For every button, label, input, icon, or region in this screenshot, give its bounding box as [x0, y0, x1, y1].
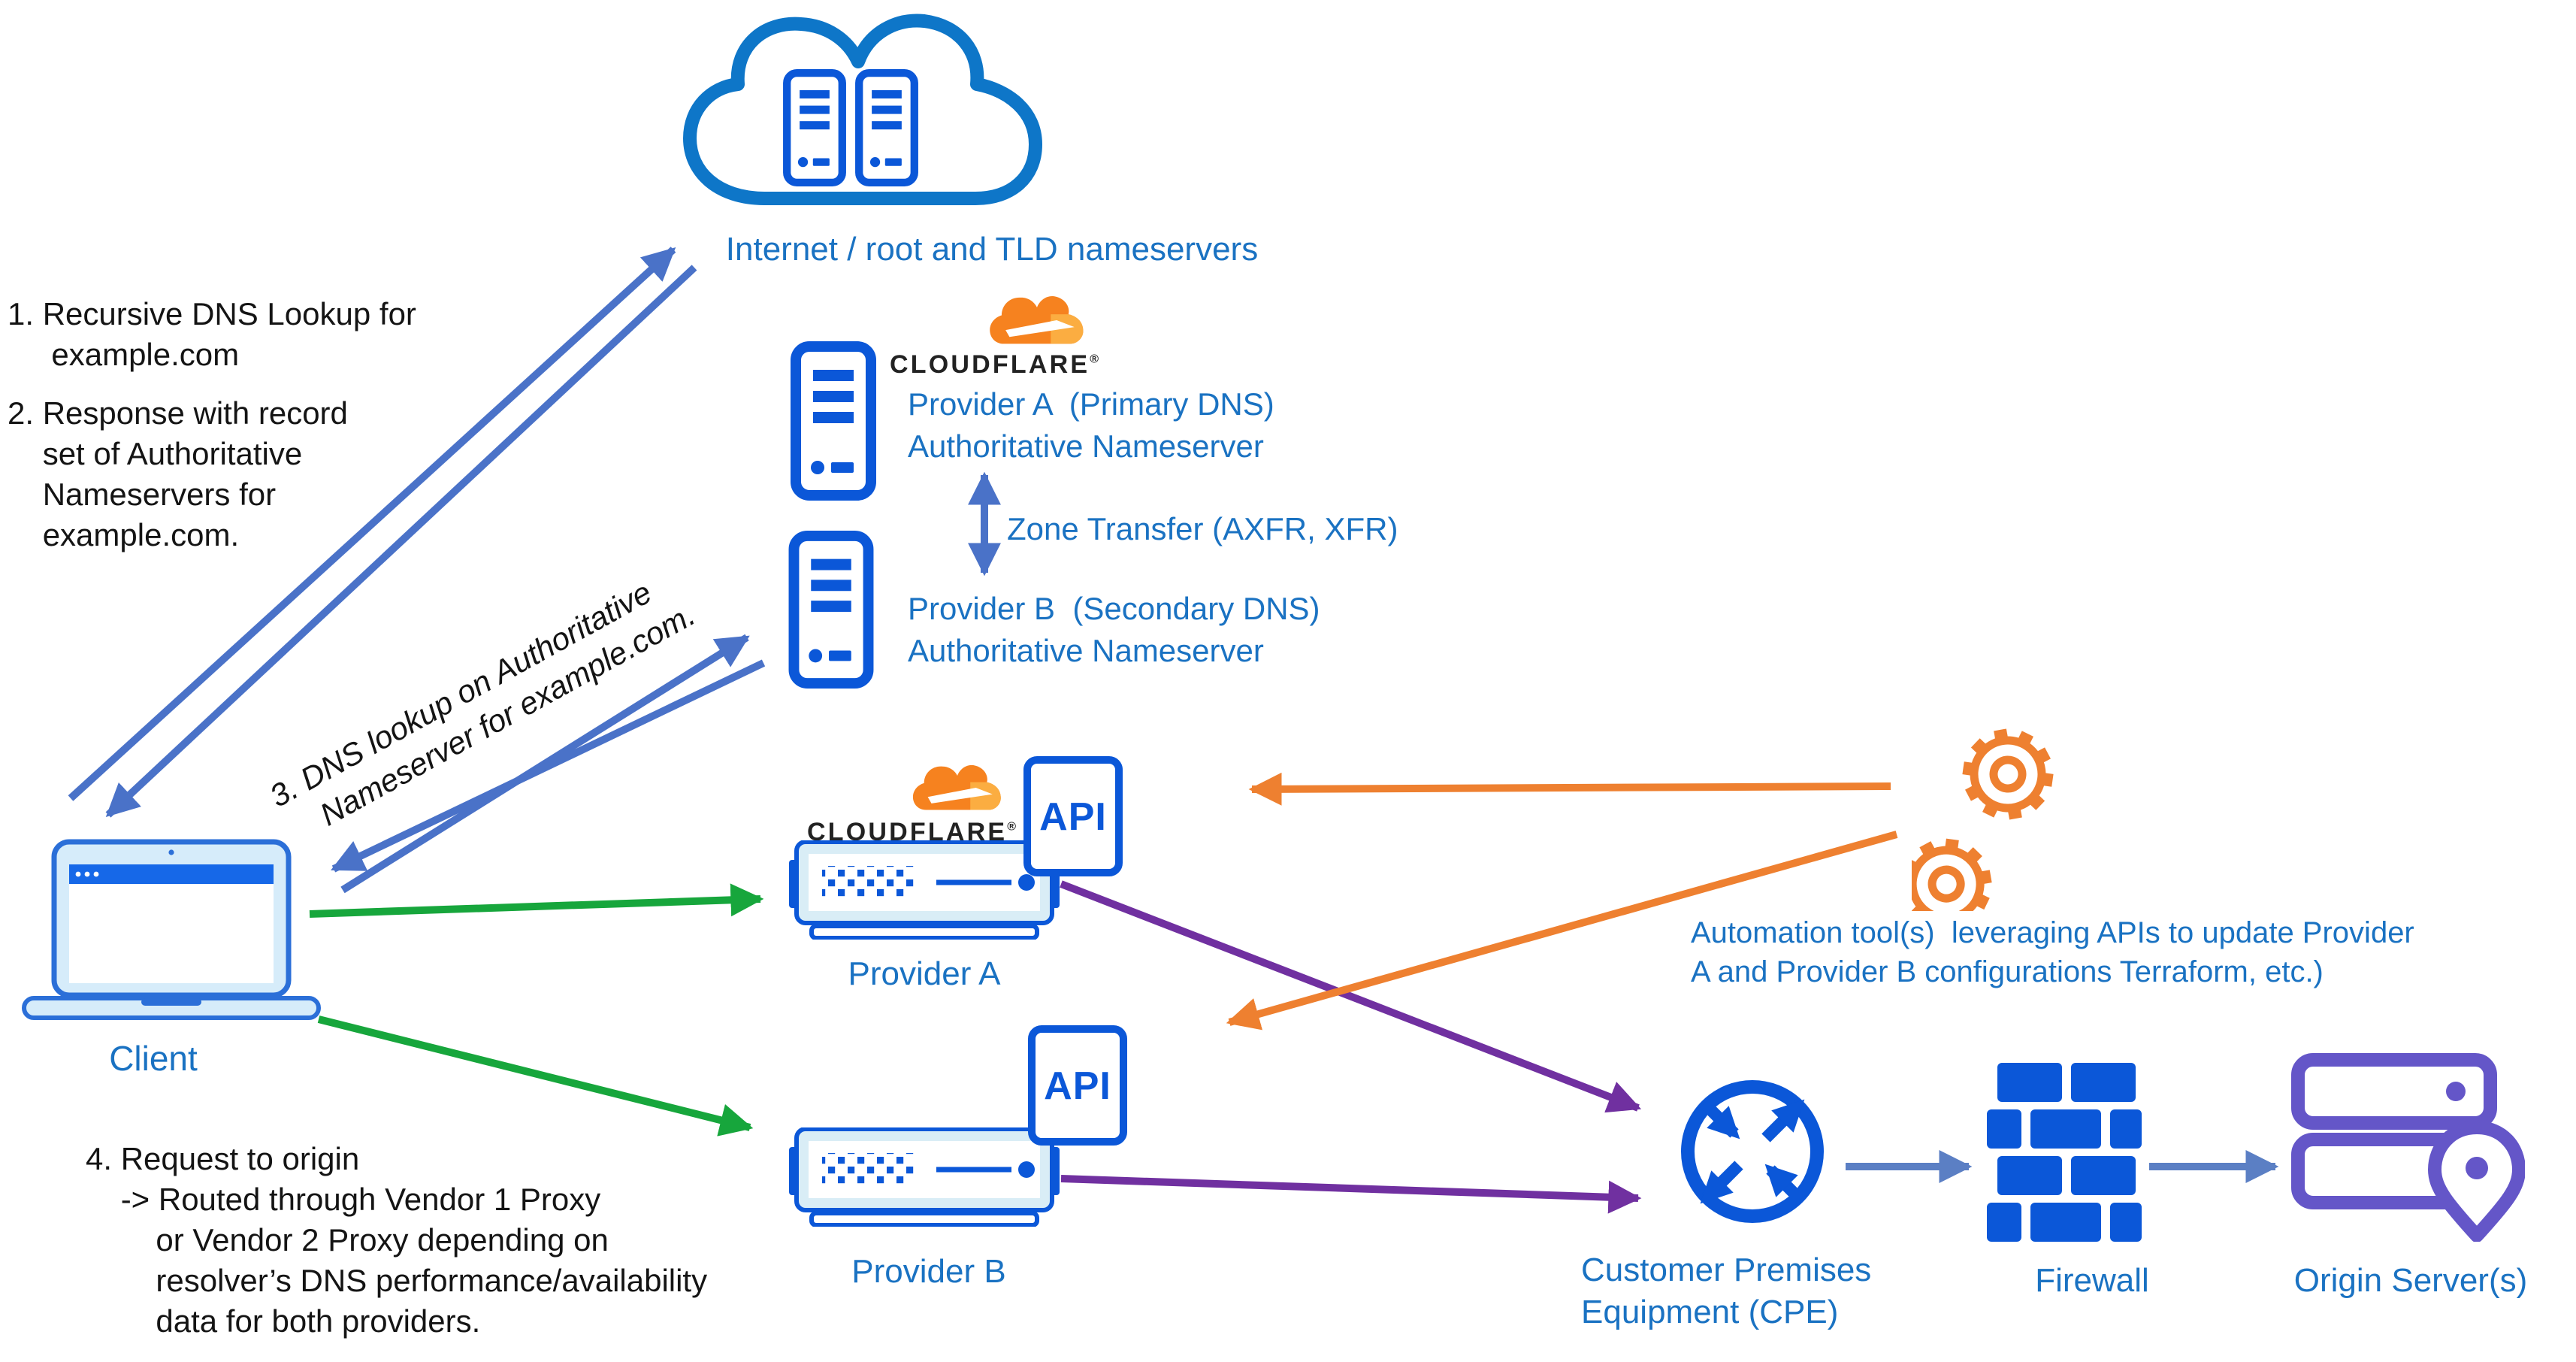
automation-tools-label: Automation tool(s) leveraging APIs to up…	[1691, 917, 2414, 989]
provider-b-ns-label-line1: Provider B (Secondary DNS)	[908, 592, 1320, 627]
zone-transfer-label: Zone Transfer (AXFR, XFR)	[1007, 513, 1398, 547]
annotation-step-1: 1. Recursive DNS Lookup for example.com	[8, 298, 416, 373]
arrow-recursive-lookup	[68, 247, 676, 801]
api-badge-provider-a: API	[1023, 756, 1123, 876]
registered-mark: ®	[1090, 352, 1102, 366]
firewall-icon	[1987, 1063, 2142, 1242]
automation-gears-icon	[1912, 728, 2054, 911]
cloudflare-name: CLOUDFLARE	[890, 350, 1090, 379]
internet-cloud-icon	[683, 14, 1042, 205]
tld-nameserver-icon	[859, 73, 915, 183]
provider-b-proxy-icon	[789, 1127, 1060, 1227]
cloudflare-wordmark: CLOUDFLARE®	[890, 350, 1101, 380]
api-badge-provider-b: API	[1028, 1025, 1127, 1146]
arrow-provider-b-to-cpe	[1060, 1175, 1642, 1214]
cpe-label: Customer Premises Equipment (CPE)	[1581, 1251, 1872, 1330]
provider-a-proxy-icon	[789, 840, 1060, 940]
root-nameserver-icon	[787, 73, 842, 183]
arrow-client-to-provider-b	[317, 1015, 754, 1137]
provider-a-proxy-label: Provider A	[848, 955, 1001, 992]
cloudflare-cloud-icon	[990, 296, 1084, 344]
provider-a-ns-label-line1: Provider A (Primary DNS)	[908, 388, 1274, 422]
cloudflare-cloud-icon	[912, 764, 1001, 810]
arrow-provider-a-to-cpe	[1060, 880, 1642, 1113]
firewall-label: Firewall	[2035, 1261, 2149, 1299]
client-label: Client	[109, 1039, 198, 1078]
registered-mark: ®	[1007, 819, 1019, 834]
location-pin-icon	[2428, 1121, 2525, 1242]
origin-server-icon	[2291, 1053, 2525, 1242]
laptop-camera-dot	[168, 849, 174, 855]
arrow-nameserver-response	[105, 265, 697, 818]
arrow-client-to-provider-a	[309, 883, 764, 918]
cpe-router-icon	[1681, 1080, 1824, 1223]
provider-a-nameserver-icon	[791, 341, 876, 501]
cloudflare-logo-proxy-a: CLOUDFLARE®	[807, 764, 1019, 846]
client-laptop-icon	[22, 839, 321, 1020]
arrow-automation-to-api-a	[1248, 772, 1891, 806]
origin-server-label: Origin Server(s)	[2293, 1261, 2528, 1299]
provider-b-nameserver-icon	[788, 531, 875, 689]
arrow-automation-to-api-b	[1226, 831, 1898, 1031]
arrow-auth-response	[331, 659, 766, 873]
browser-titlebar	[69, 864, 274, 884]
provider-b-proxy-label: Provider B	[851, 1252, 1006, 1290]
cloudflare-logo-ns-a: CLOUDFLARE®	[890, 295, 1100, 379]
provider-a-ns-label-line2: Authoritative Nameserver	[908, 430, 1264, 465]
provider-b-ns-label-line2: Authoritative Nameserver	[908, 634, 1264, 669]
annotation-step-4: 4. Request to origin -> Routed through V…	[86, 1143, 708, 1339]
internet-cloud-label: Internet / root and TLD nameservers	[725, 230, 1259, 268]
annotation-step-2: 2. Response with record set of Authorita…	[8, 397, 348, 553]
